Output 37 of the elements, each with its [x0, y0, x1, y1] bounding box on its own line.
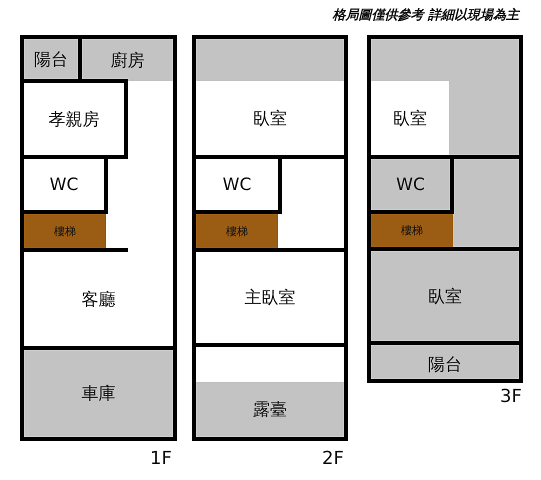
room-label: 主臥室 [244, 287, 296, 309]
room-area [24, 79, 128, 159]
room-label: 廚房 [110, 50, 144, 72]
room-label: 樓梯 [401, 223, 423, 238]
floor-label: 2F [322, 448, 344, 469]
room-area [24, 350, 173, 437]
room-label: 臥室 [393, 108, 427, 130]
room-area [196, 214, 278, 248]
room-label: 孝親房 [48, 108, 100, 130]
disclaimer-note: 格局圖僅供參考 詳細以現場為主 [332, 6, 519, 24]
room-area [82, 39, 173, 81]
room-label: WC [222, 174, 252, 194]
room-label: 臥室 [253, 108, 287, 130]
room-area [371, 159, 454, 214]
room-label: 陽台 [34, 49, 68, 71]
room-area [371, 81, 449, 155]
room-area [196, 382, 344, 437]
room-label: 車庫 [82, 383, 116, 405]
room-label: 樓梯 [226, 224, 248, 238]
room-label: 臥室 [428, 286, 462, 308]
floor-outline [20, 35, 177, 441]
room-label: 陽台 [428, 354, 462, 376]
room-area [196, 159, 282, 214]
room-label: 露臺 [253, 399, 287, 421]
room-area [24, 39, 82, 80]
room-label: WC [50, 174, 78, 194]
room-area [24, 159, 108, 214]
room-label: 樓梯 [54, 224, 76, 238]
room-label: WC [396, 174, 425, 194]
floor-outline [367, 35, 523, 383]
room-area [371, 214, 453, 247]
plan-area [196, 39, 344, 81]
room-area [24, 214, 106, 248]
floor-outline [192, 35, 348, 441]
floor-label: 1F [150, 448, 172, 469]
floor-label: 3F [500, 386, 522, 407]
room-label: 客廳 [82, 288, 116, 310]
